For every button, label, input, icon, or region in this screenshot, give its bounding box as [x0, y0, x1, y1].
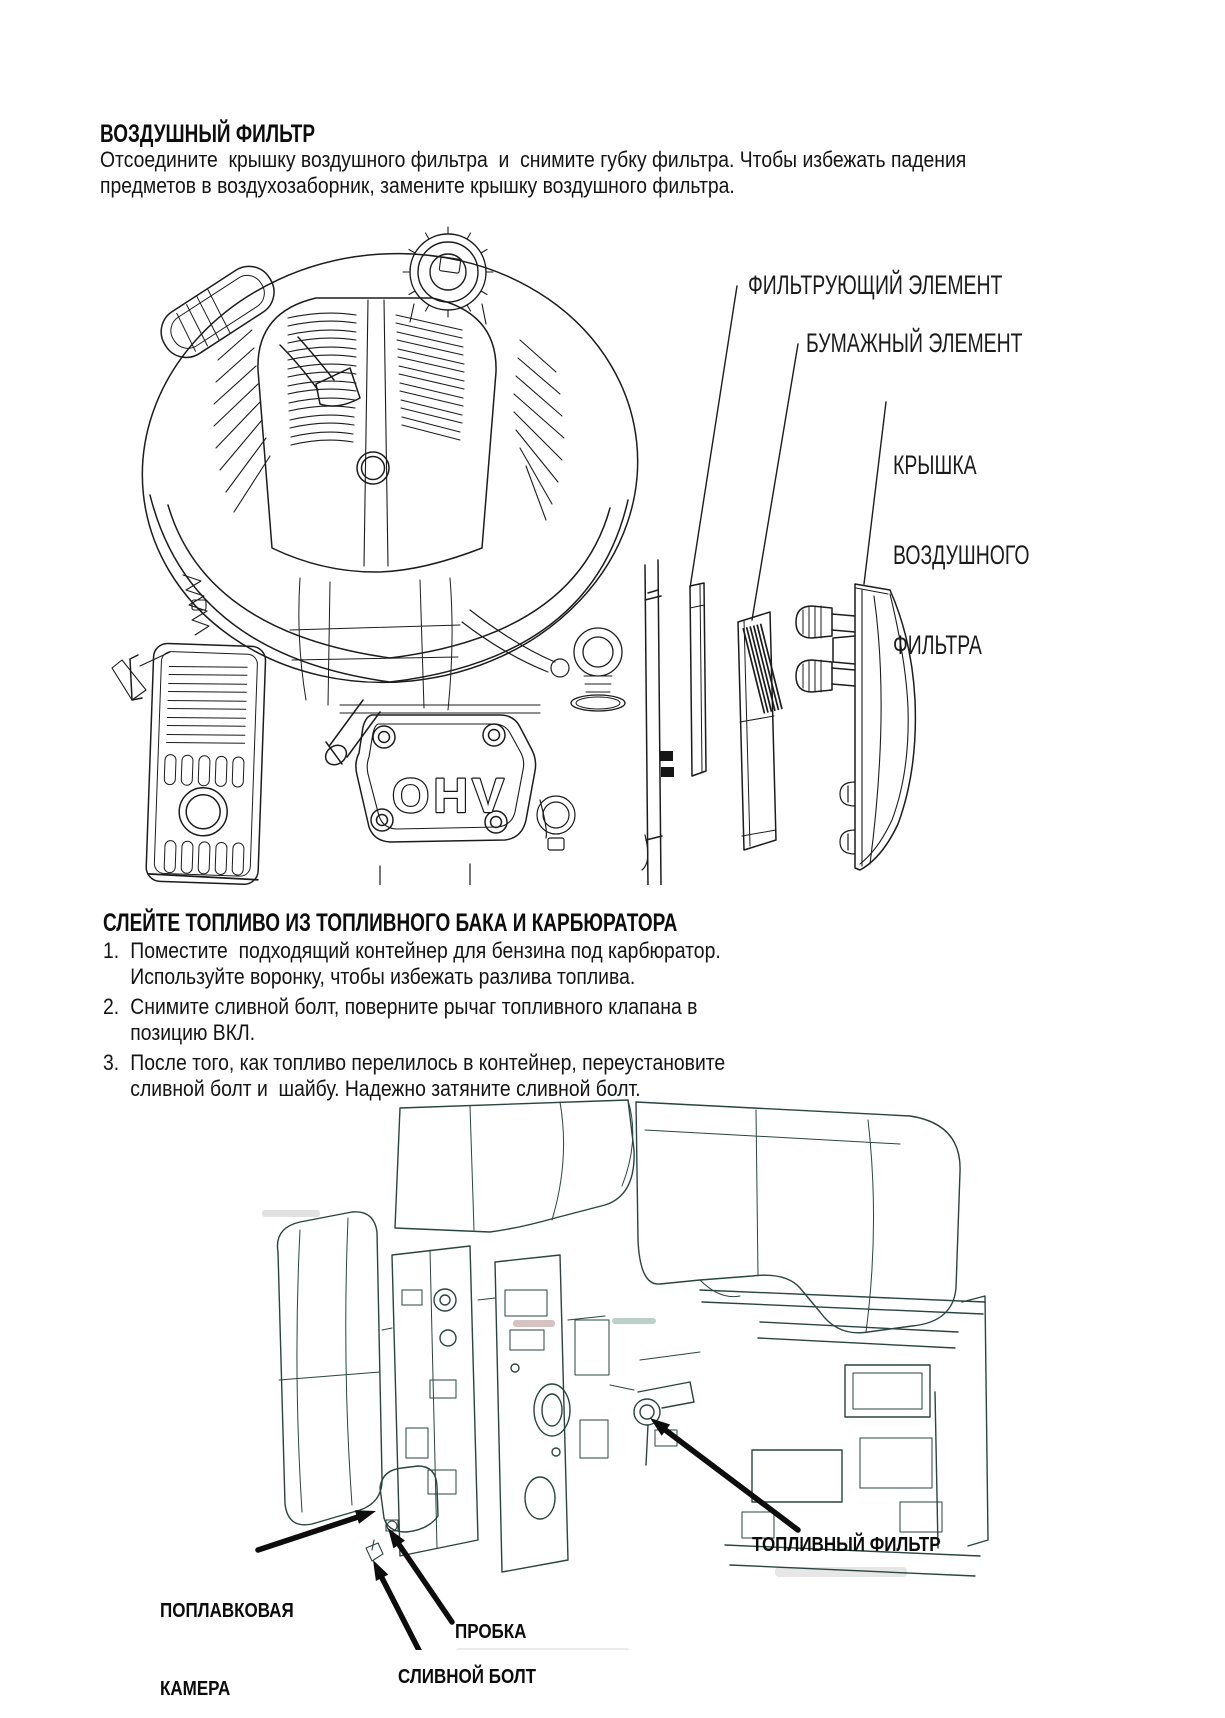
scan-artifacts [262, 1210, 907, 1650]
leader-lines [689, 285, 887, 621]
arrow-fuel-filter [650, 1418, 801, 1533]
engine-block-center [494, 1254, 610, 1573]
paragraph-line: предметов в воздухозаборник, замените кр… [100, 173, 735, 198]
cover-wing-bolt [795, 605, 856, 639]
carb-bowl [536, 795, 576, 851]
fuel-drain-diagram [255, 1099, 989, 1650]
list-item: 3. После того, как топливо перелилось в … [103, 1050, 726, 1101]
label-fuel-filter: ТОПЛИВНЫЙ ФИЛЬТР [752, 1534, 941, 1556]
carburetor [365, 1245, 479, 1562]
drain-heading: СЛЕЙТЕ ТОПЛИВО ИЗ ТОПЛИВНОГО БАКА И КАРБ… [103, 909, 678, 937]
breather-pipe [325, 699, 381, 765]
fuel-filter-part [633, 1381, 695, 1466]
list-item: 2. Снимите сливной болт, поверните рычаг… [103, 994, 698, 1045]
air-filter-cover [832, 583, 917, 871]
label-air-filter-cover: КРЫШКА ВОЗДУШНОГО ФИЛЬТРА [893, 450, 1030, 660]
drain-steps-list: 1. Поместите подходящий контейнер для бе… [103, 938, 877, 1106]
label-float-chamber: ПОПЛАВКОВАЯ КАМЕРА [160, 1600, 294, 1700]
fuel-cap [402, 226, 494, 325]
label-filter-element: ФИЛЬТРУЮЩИЙ ЭЛЕМЕНТ [748, 270, 1003, 300]
air-filter-heading: ВОЗДУШНЫЙ ФИЛЬТР [100, 120, 316, 148]
engine-shroud [141, 252, 639, 684]
filter-mount-plate [641, 559, 674, 885]
side-cover-panel [276, 1211, 383, 1526]
muffler [145, 642, 267, 885]
drain-bolt-part [365, 1539, 384, 1562]
sponge-filter-element [689, 582, 707, 777]
paper-filter-element [737, 611, 784, 851]
engine-handle [160, 265, 361, 407]
callout-arrows [255, 1418, 801, 1650]
ohv-marking: OHV [392, 770, 508, 823]
label-paper-element: БУМАЖНЫЙ ЭЛЕМЕНТ [806, 328, 1023, 358]
list-item: 1. Поместите подходящий контейнер для бе… [103, 938, 721, 989]
label-drain-bolt: СЛИВНОЙ БОЛТ [398, 1666, 537, 1688]
arrow-float-chamber [255, 1510, 376, 1553]
label-plug: ПРОБКА [455, 1621, 527, 1643]
governor-spring [111, 574, 210, 701]
fuel-tank [635, 1101, 961, 1334]
air-filter-paragraph: Отсоедините крышку воздушного фильтра и … [100, 147, 966, 199]
arrow-drain-bolt [373, 1560, 422, 1650]
engine-block-right [699, 1289, 989, 1577]
arrow-plug [388, 1528, 455, 1625]
muffler-bracket [129, 654, 143, 701]
valve-cover: OHV [339, 704, 541, 843]
air-filter-exploded-diagram: OHV [111, 226, 917, 885]
paragraph-line: Отсоедините крышку воздушного фильтра и … [100, 147, 967, 172]
engine-top-cover [394, 1099, 635, 1233]
oil-cap [570, 627, 626, 712]
